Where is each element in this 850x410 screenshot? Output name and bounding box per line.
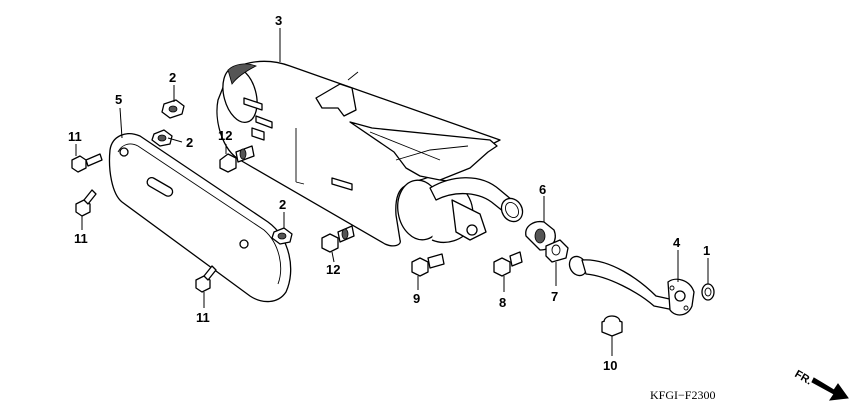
callout-11-left: 11: [74, 231, 88, 246]
front-direction-arrow-icon: FR.: [793, 368, 849, 401]
callout-11-bottom: 11: [196, 310, 210, 325]
callout-2-low: 2: [279, 197, 286, 212]
bolt-part-11-a: [71, 153, 103, 173]
callout-7: 7: [551, 289, 558, 304]
bolt-part-9: [411, 253, 445, 277]
callout-4: 4: [673, 235, 681, 250]
callout-2-top: 2: [169, 70, 176, 85]
gasket-part-1: [701, 283, 715, 301]
bolt-part-12-a: [219, 145, 255, 173]
leader-lines: [75, 28, 709, 356]
nut-part-2-b: [151, 129, 173, 147]
muffler-inlet-pipe: [429, 177, 524, 223]
bolt-part-11-b: [75, 189, 97, 217]
callout-12-top: 12: [218, 128, 232, 143]
nut-part-2-a: [161, 99, 185, 119]
direction-label: FR.: [793, 368, 814, 387]
callout-3: 3: [275, 13, 282, 28]
bolt-part-12-b: [321, 225, 355, 253]
nut-part-10: [601, 315, 623, 337]
collar-part-7: [545, 239, 569, 263]
diagram-code: KFGI−F2300: [650, 388, 715, 402]
bolt-part-11-c: [195, 265, 217, 293]
callout-5: 5: [115, 92, 122, 107]
callout-10: 10: [603, 358, 617, 373]
callout-6: 6: [539, 182, 546, 197]
callout-2-mid: 2: [186, 135, 193, 150]
callout-9: 9: [413, 291, 420, 306]
exhaust-pipe-part-4: [568, 255, 695, 316]
callout-11-top: 11: [68, 129, 82, 144]
callout-8: 8: [499, 295, 506, 310]
bolt-part-8: [493, 251, 523, 277]
callout-12-bottom: 12: [326, 262, 340, 277]
callouts: 3 2 2 2 5 11 11 11 12 12 6 7 8 9 4 1 10: [68, 13, 710, 373]
heat-protector-part-5: [108, 133, 292, 303]
callout-1: 1: [703, 243, 710, 258]
nut-part-2-c: [271, 227, 293, 245]
